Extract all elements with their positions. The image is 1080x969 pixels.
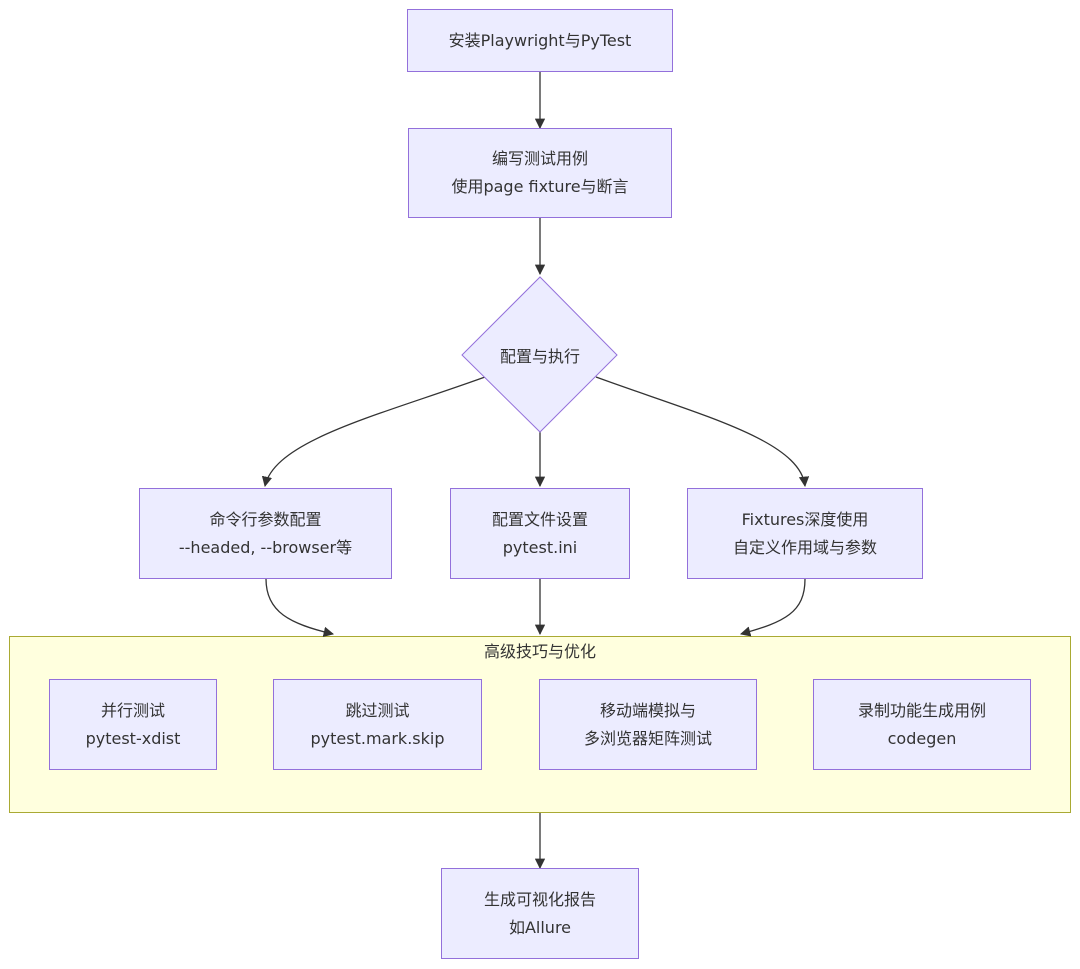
codegen-node: 录制功能生成用例 codegen <box>813 679 1031 770</box>
write-tests-title: 编写测试用例 <box>491 149 588 168</box>
mobile-title: 移动端模拟与 <box>599 700 696 720</box>
cli-config-node: 命令行参数配置 --headed, --browser等 <box>139 488 392 579</box>
config-file-title: 配置文件设置 <box>491 509 588 529</box>
report-title: 生成可视化报告 <box>483 889 596 909</box>
config-file-detail: pytest.ini <box>502 537 578 557</box>
decision-text: 配置与执行 <box>499 347 580 366</box>
cli-config-detail: --headed, --browser等 <box>178 537 353 557</box>
edge-decision-to-cli <box>261 376 486 488</box>
fixtures-node: Fixtures深度使用 自定义作用域与参数 <box>687 488 923 579</box>
parallel-detail: pytest-xdist <box>85 728 181 748</box>
edge-cli-to-cluster <box>265 578 335 637</box>
parallel-node: 并行测试 pytest-xdist <box>49 679 217 770</box>
install-node: 安装Playwright与PyTest <box>407 9 673 72</box>
decision-label: 配置与执行 <box>461 276 619 434</box>
cluster-title: 高级技巧与优化 <box>483 642 596 661</box>
write-tests-detail: 使用page fixture与断言 <box>451 177 629 196</box>
edge-decision-to-fixtures <box>595 376 810 488</box>
mobile-detail: 多浏览器矩阵测试 <box>583 728 712 748</box>
skip-node: 跳过测试 pytest.mark.skip <box>273 679 482 770</box>
config-file-node: 配置文件设置 pytest.ini <box>450 488 630 579</box>
edge-fixtures-to-cluster <box>739 578 806 637</box>
skip-title: 跳过测试 <box>345 700 410 720</box>
skip-detail: pytest.mark.skip <box>310 728 445 748</box>
mobile-node: 移动端模拟与 多浏览器矩阵测试 <box>539 679 757 770</box>
fixtures-detail: 自定义作用域与参数 <box>732 537 877 557</box>
codegen-title: 录制功能生成用例 <box>857 700 986 720</box>
codegen-detail: codegen <box>887 728 957 748</box>
report-node: 生成可视化报告 如Allure <box>441 868 639 959</box>
report-detail: 如Allure <box>508 917 572 937</box>
cli-config-title: 命令行参数配置 <box>209 509 322 529</box>
parallel-title: 并行测试 <box>100 700 165 720</box>
install-text: 安装Playwright与PyTest <box>448 30 632 50</box>
write-tests-node: 编写测试用例 使用page fixture与断言 <box>408 128 672 218</box>
fixtures-title: Fixtures深度使用 <box>741 509 869 529</box>
